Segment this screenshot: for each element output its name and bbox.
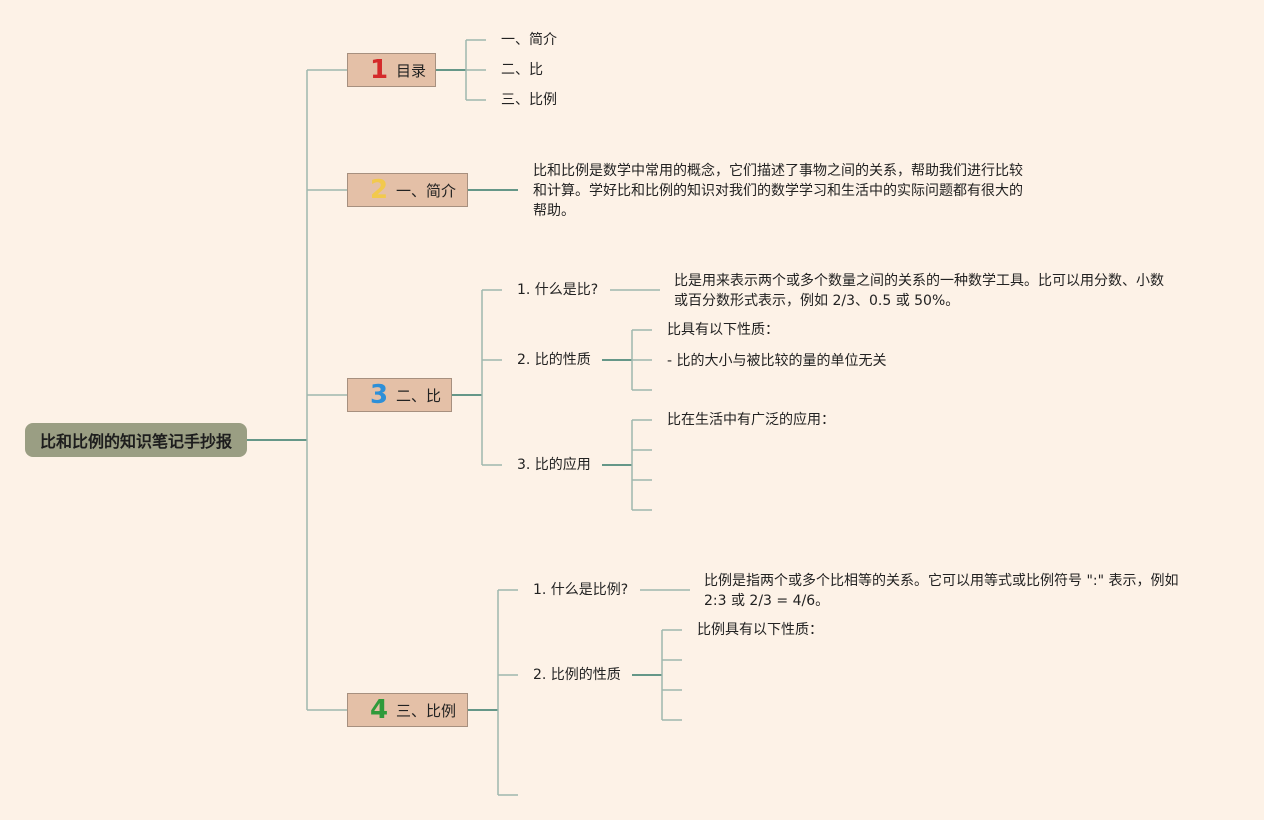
ratio-sub-properties[interactable]: 2. 比的性质 xyxy=(517,352,591,368)
branch-number-1: 1 xyxy=(369,55,389,85)
branch-node-ratio[interactable]: 3 二、比 xyxy=(347,378,452,412)
contents-item-ratio[interactable]: 二、比 xyxy=(501,62,543,78)
contents-item-intro[interactable]: 一、简介 xyxy=(501,32,557,48)
proportion-sub-what-is[interactable]: 1. 什么是比例? xyxy=(533,582,629,598)
intro-paragraph: 比和比例是数学中常用的概念，它们描述了事物之间的关系，帮助我们进行比较和计算。学… xyxy=(533,163,1023,219)
branch-node-contents[interactable]: 1 目录 xyxy=(347,53,436,87)
ratio-property-intro: 比具有以下性质： xyxy=(667,322,779,338)
ratio-sub-applications[interactable]: 3. 比的应用 xyxy=(517,457,591,473)
branch-label: 目录 xyxy=(396,61,427,80)
proportion-property-intro: 比例具有以下性质： xyxy=(697,622,823,638)
root-node[interactable]: 比和比例的知识笔记手抄报 xyxy=(25,423,247,457)
branch-number-4: 4 xyxy=(369,695,389,725)
ratio-definition: 比是用来表示两个或多个数量之间的关系的一种数学工具。比可以用分数、小数或百分数形… xyxy=(674,273,1164,309)
branch-node-proportion[interactable]: 4 三、比例 xyxy=(347,693,468,727)
proportion-definition: 比例是指两个或多个比相等的关系。它可以用等式或比例符号 ":" 表示，例如 2:… xyxy=(704,573,1179,609)
ratio-application-intro: 比在生活中有广泛的应用： xyxy=(667,412,835,428)
ratio-property-unit: - 比的大小与被比较的量的单位无关 xyxy=(667,353,887,369)
root-label: 比和比例的知识笔记手抄报 xyxy=(39,432,232,451)
branch-number-3: 3 xyxy=(369,380,389,410)
branch-node-intro[interactable]: 2 一、简介 xyxy=(347,173,468,207)
proportion-sub-properties[interactable]: 2. 比例的性质 xyxy=(533,667,621,683)
ratio-sub-what-is[interactable]: 1. 什么是比? xyxy=(517,282,599,298)
branch-label: 三、比例 xyxy=(396,701,457,720)
branch-number-2: 2 xyxy=(369,175,389,205)
branch-label: 二、比 xyxy=(396,386,442,405)
branch-label: 一、简介 xyxy=(396,181,457,200)
contents-item-proportion[interactable]: 三、比例 xyxy=(501,92,557,108)
